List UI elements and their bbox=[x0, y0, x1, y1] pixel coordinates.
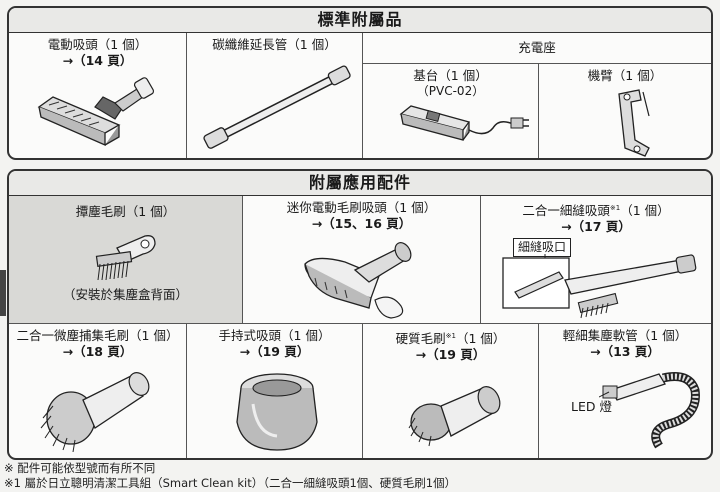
flexible-hose-illustration bbox=[599, 372, 700, 449]
item-label: 電動吸頭（1 個） bbox=[47, 37, 148, 52]
page-ref: →（17 頁） bbox=[561, 219, 631, 235]
item-label: 手持式吸頭（1 個） bbox=[218, 328, 331, 343]
item-label: 機臂（1 個） bbox=[587, 68, 663, 83]
item-flexible-hose: 輕細集塵軟管（1 個） →（13 頁） LED 燈 bbox=[539, 324, 711, 458]
item-label: 輕細集塵軟管（1 個） bbox=[562, 328, 688, 343]
led-light-label: LED 燈 bbox=[571, 399, 612, 414]
item-label: 二合一微塵捕集毛刷（1 個） bbox=[16, 328, 179, 343]
page-ref: →（19 頁） bbox=[415, 347, 486, 363]
page-ref: →（15、16 頁） bbox=[311, 216, 412, 231]
handheld-nozzle-illustration bbox=[236, 373, 318, 451]
dusting-brush-illustration bbox=[95, 235, 156, 281]
page-ref: →（13 頁） bbox=[590, 344, 660, 359]
item-2in1-crevice-tool: 二合一細縫吸頭※1（1 個） →（17 頁） 細縫吸口 bbox=[481, 196, 711, 324]
item-power-head: 電動吸頭（1 個） →（14 頁） bbox=[9, 33, 187, 158]
item-dusting-brush: 撢塵毛刷（1 個） （安裝於集塵盒背面） bbox=[9, 196, 243, 324]
crevice-tool-illustration bbox=[502, 254, 697, 319]
mount-note: （安裝於集塵盒背面） bbox=[62, 287, 188, 302]
item-label: 硬質毛刷※1（1 個） bbox=[395, 331, 506, 347]
page-ref: →（14 頁） bbox=[62, 53, 133, 68]
item-handheld-nozzle: 手持式吸頭（1 個） →（19 頁） bbox=[187, 324, 363, 458]
item-label: 撢塵毛刷（1 個） bbox=[75, 204, 176, 219]
footnote-model-variation: ※ 配件可能依型號而有所不同 bbox=[4, 461, 156, 475]
charger-header: 充電座 bbox=[363, 33, 711, 64]
standard-accessories-panel: 標準附屬品 電動吸頭（1 個） →（14 頁） 碳纖維延長管（1 個） bbox=[7, 6, 713, 160]
footnote-smart-clean-kit: ※1 屬於日立聰明清潔工具組（Smart Clean kit）（二合一細縫吸頭1… bbox=[4, 476, 457, 490]
standard-accessories-title: 標準附屬品 bbox=[9, 8, 711, 33]
mini-power-brush-illustration bbox=[304, 242, 412, 319]
item-2in1-dust-brush: 二合一微塵捕集毛刷（1 個） →（18 頁） bbox=[9, 324, 187, 458]
model-code: （PVC-02） bbox=[416, 84, 485, 98]
page-edge-tab bbox=[0, 270, 6, 316]
page-ref: →（19 頁） bbox=[239, 344, 310, 359]
application-accessories-panel: 附屬應用配件 撢塵毛刷（1 個） （安裝於集塵盒背面） 迷你電動毛刷吸頭（1 個… bbox=[7, 169, 713, 460]
power-head-illustration bbox=[37, 77, 155, 146]
item-label: 基台（1 個） bbox=[413, 68, 488, 83]
item-mini-power-brush: 迷你電動毛刷吸頭（1 個） →（15、16 頁） bbox=[243, 196, 481, 324]
item-hard-brush: 硬質毛刷※1（1 個） →（19 頁） bbox=[363, 324, 539, 458]
charger-label: 充電座 bbox=[518, 40, 556, 55]
page-ref: →（18 頁） bbox=[62, 344, 133, 359]
item-carbon-extension-pipe: 碳纖維延長管（1 個） bbox=[187, 33, 363, 158]
crevice-nozzle-callout: 細縫吸口 bbox=[513, 238, 572, 257]
item-label: 二合一細縫吸頭※1（1 個） bbox=[522, 203, 670, 219]
item-label: 迷你電動毛刷吸頭（1 個） bbox=[286, 200, 437, 215]
hard-brush-illustration bbox=[408, 386, 501, 447]
item-label: 碳纖維延長管（1 個） bbox=[212, 37, 337, 52]
item-charger-base: 基台（1 個） （PVC-02） bbox=[363, 64, 539, 158]
charger-base-illustration bbox=[399, 105, 529, 141]
application-accessories-title: 附屬應用配件 bbox=[9, 171, 711, 196]
dust-brush-illustration bbox=[40, 372, 150, 452]
extension-pipe-illustration bbox=[203, 65, 351, 149]
charger-arm-illustration bbox=[618, 89, 650, 157]
item-charger-arm: 機臂（1 個） bbox=[539, 64, 711, 158]
